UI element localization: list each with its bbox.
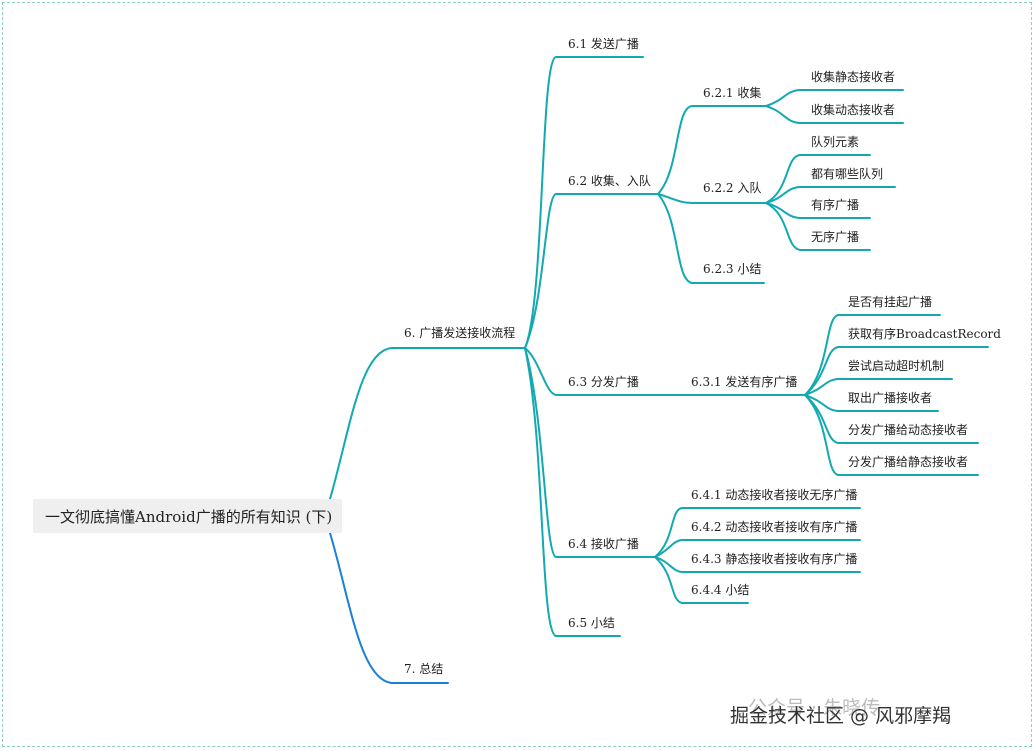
node-6-2-2-a[interactable]: 队列元素 — [811, 135, 860, 149]
edge-6-6-1 — [524, 56, 557, 349]
node-6-3-1-b[interactable]: 获取有序BroadcastRecord — [848, 327, 1001, 341]
edge-6-6-3 — [524, 347, 557, 396]
watermark-ghost: 公众号 · 朱晓传 — [748, 697, 881, 719]
edge-6-3-1-a — [804, 314, 839, 396]
node-6-4[interactable]: 6.4 接收广播 — [568, 537, 639, 551]
edge-root-7 — [329, 532, 393, 684]
edge-6-2-1-a — [765, 89, 801, 107]
node-6-1[interactable]: 6.1 发送广播 — [568, 37, 639, 51]
node-6-4-2[interactable]: 6.4.2 动态接收者接收有序广播 — [691, 520, 858, 534]
edge-6-6-5 — [524, 347, 557, 637]
edge-6-4-1 — [654, 507, 683, 558]
node-7[interactable]: 7. 总结 — [404, 662, 444, 676]
edge-6-3-1-c — [804, 378, 839, 396]
node-6-3-1-d[interactable]: 取出广播接收者 — [848, 391, 933, 405]
edge-6-3-1-f — [804, 394, 839, 476]
node-6-2-2[interactable]: 6.2.2 入队 — [703, 181, 762, 195]
node-6-5[interactable]: 6.5 小结 — [568, 616, 615, 630]
node-6-2-1-a[interactable]: 收集静态接收者 — [811, 70, 896, 84]
node-6-4-4[interactable]: 6.4.4 小结 — [691, 583, 750, 597]
node-6-2-2-c[interactable]: 有序广播 — [811, 198, 860, 212]
node-6-3[interactable]: 6.3 分发广播 — [568, 375, 639, 389]
node-6-2-1[interactable]: 6.2.1 收集 — [703, 86, 762, 100]
node-6-3-1[interactable]: 6.3.1 发送有序广播 — [691, 375, 798, 389]
node-6-4-3[interactable]: 6.4.3 静态接收者接收有序广播 — [691, 552, 858, 566]
edge-6-2-1-b — [765, 105, 801, 124]
node-6-2-3[interactable]: 6.2.3 小结 — [703, 262, 762, 276]
watermark: 掘金技术社区 @ 风邪摩羯 — [730, 705, 952, 727]
node-6-2-1-b[interactable]: 收集动态接收者 — [811, 103, 896, 117]
edge-6-3-1-b — [804, 346, 839, 396]
node-6-3-1-e[interactable]: 分发广播给动态接收者 — [848, 423, 969, 437]
edge-6-4-4 — [654, 556, 683, 604]
edge-6-4-3 — [654, 556, 683, 573]
edge-6-2-2-b — [765, 186, 801, 204]
edge-6-2-2 — [657, 193, 693, 204]
node-6-3-1-c[interactable]: 尝试启动超时机制 — [848, 359, 945, 373]
node-6-3-1-a[interactable]: 是否有挂起广播 — [848, 295, 933, 309]
edge-6-6-2 — [524, 193, 557, 349]
edge-6-2-1 — [657, 105, 693, 195]
root-label: 一文彻底搞懂Android广播的所有知识 (下) — [45, 508, 333, 526]
node-6-2-2-d[interactable]: 无序广播 — [811, 230, 860, 244]
node-6-2-2-b[interactable]: 都有哪些队列 — [811, 167, 884, 181]
node-6[interactable]: 6. 广播发送接收流程 — [404, 326, 516, 340]
node-6-3-1-f[interactable]: 分发广播给静态接收者 — [848, 455, 969, 469]
edge-6-6-4 — [524, 347, 557, 558]
edge-6-3-1-d — [804, 394, 839, 412]
edge-6-4-2 — [654, 539, 683, 558]
edge-root-6 — [329, 347, 393, 500]
edge-6-2-2-a — [765, 154, 801, 204]
edge-6-2-2-d — [765, 202, 801, 251]
root-node[interactable] — [33, 499, 342, 533]
node-6-4-1[interactable]: 6.4.1 动态接收者接收无序广播 — [691, 488, 858, 502]
node-6-2[interactable]: 6.2 收集、入队 — [568, 174, 651, 188]
edge-6-2-3 — [657, 193, 693, 284]
